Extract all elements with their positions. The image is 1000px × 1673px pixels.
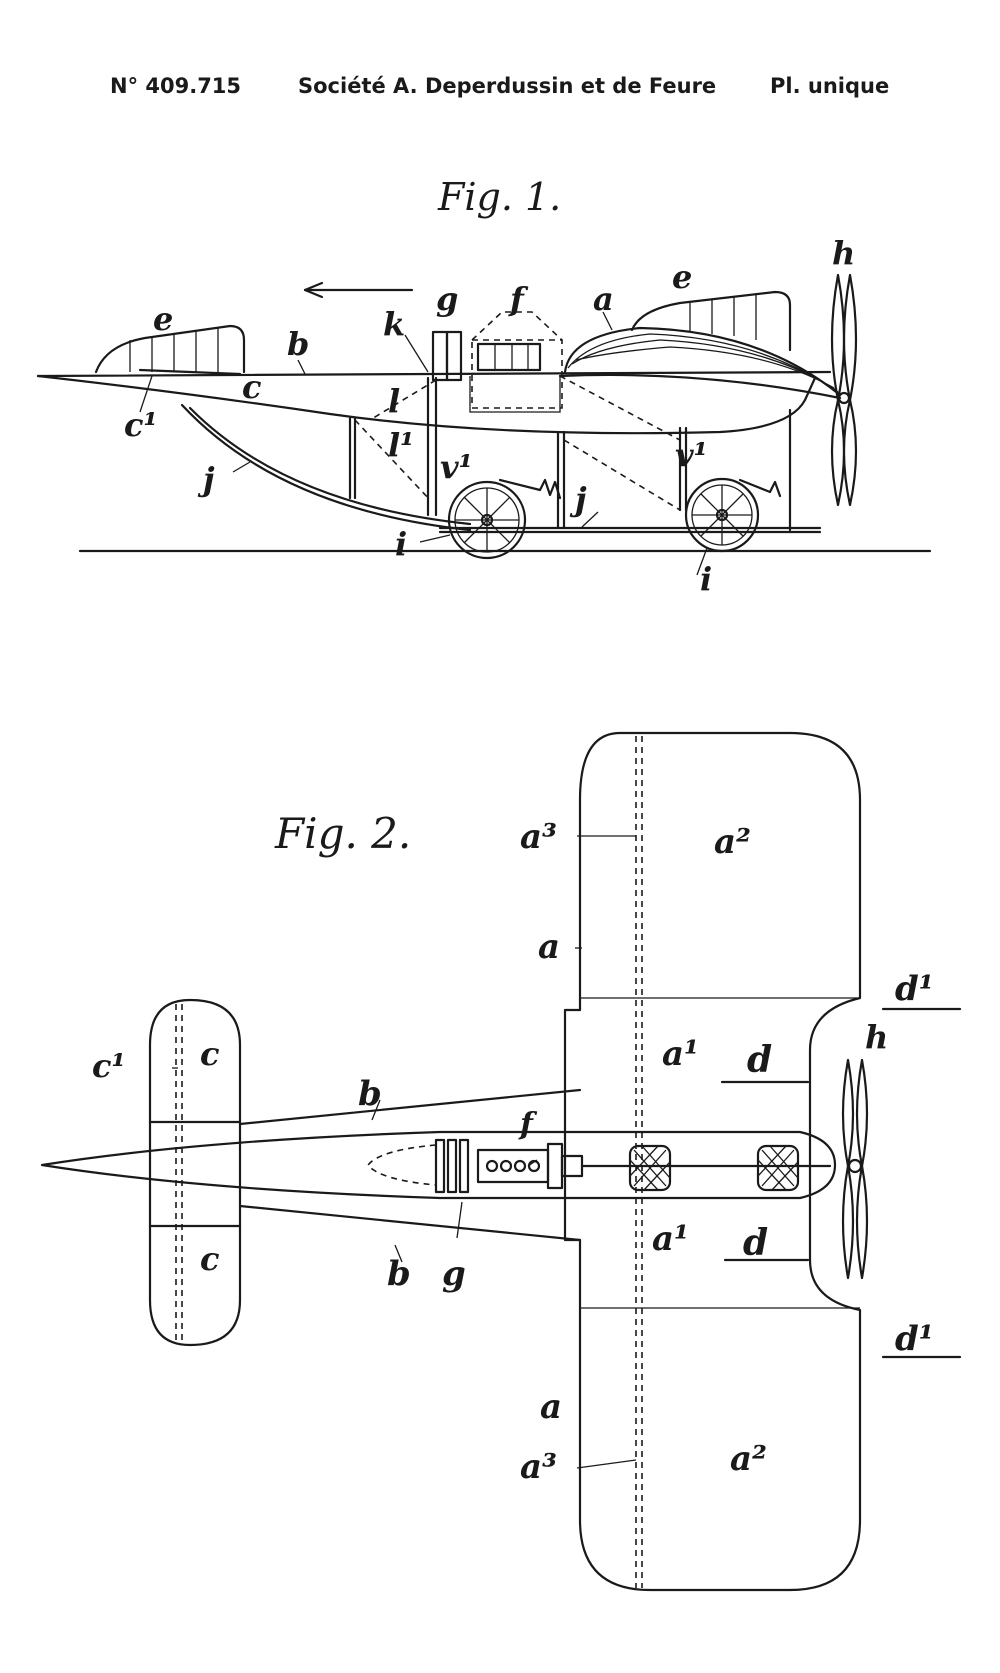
fig2-label-g: g — [442, 1254, 466, 1294]
fig2-label-a-top: a — [538, 927, 560, 967]
fig1-label-e-wing: e — [672, 258, 692, 296]
fig1-label-h: h — [832, 234, 855, 272]
direction-arrow — [305, 283, 412, 297]
fig1-label-v1-front: v¹ — [440, 448, 473, 486]
tailplane — [150, 1000, 240, 1345]
fig2-leader-lines — [172, 836, 636, 1468]
fig2-label-b-bottom: b — [387, 1254, 411, 1294]
engine-block — [433, 312, 562, 408]
fig1-label-g: g — [436, 280, 458, 318]
fig1-label-v1-rear: v¹ — [675, 436, 708, 474]
top-fin — [632, 292, 790, 350]
fig1-label-i-right: i — [700, 560, 712, 598]
fig1-label-j-right: j — [569, 480, 587, 518]
fig2-label-a3-bottom: a³ — [520, 1447, 557, 1487]
fig1-label-b: b — [287, 325, 309, 363]
wheel-rear — [686, 479, 758, 551]
propeller — [832, 275, 856, 505]
fig1-label-j-left: j — [197, 460, 215, 498]
fig1-label-c: c — [242, 368, 261, 406]
fig2-label-b-top: b — [358, 1074, 382, 1114]
fig1-label-k: k — [383, 305, 405, 343]
elevator-c — [140, 370, 240, 374]
fig2-label-f: f — [518, 1107, 538, 1142]
fig2-label-a1-bottom: a¹ — [652, 1219, 689, 1259]
wing-profile — [560, 328, 840, 398]
fig2-label-h: h — [865, 1018, 888, 1056]
main-wing — [565, 733, 860, 1590]
fig1-label-l1: l¹ — [388, 426, 414, 464]
tail-skid — [182, 405, 470, 530]
fig1-label-i-left: i — [395, 525, 407, 563]
fig1-title: Fig. 1. — [437, 175, 561, 219]
fig1-label-l: l — [388, 382, 400, 420]
fig2-label-a2-bottom: a² — [730, 1439, 767, 1479]
fig2-plan-view: Fig. 2. — [42, 733, 960, 1590]
fig2-title: Fig. 2. — [274, 809, 411, 858]
fig1-label-f: f — [508, 280, 529, 318]
cockpit-outline — [368, 1145, 436, 1185]
fig2-label-a1-top: a¹ — [662, 1034, 699, 1074]
fig1-side-view: Fig. 1. — [38, 175, 930, 598]
fig2-label-d1-bottom: d¹ — [895, 1319, 934, 1359]
fig2-label-c-bottom: c — [200, 1240, 219, 1278]
fig2-label-d1-top: d¹ — [895, 969, 934, 1009]
bracing-b-bottom — [240, 1206, 580, 1240]
fig2-label-a-bottom: a — [540, 1387, 562, 1427]
propeller-plan — [843, 1060, 867, 1278]
fuselage-hatch — [470, 376, 560, 412]
fig2-label-a2-top: a² — [714, 822, 751, 862]
fig1-label-e-tail: e — [153, 300, 173, 338]
wheel-front — [449, 482, 525, 558]
fig2-label-c-top: c — [200, 1035, 219, 1073]
fig2-label-a3-top: a³ — [520, 817, 557, 857]
seat-rear — [758, 1146, 798, 1190]
fig2-label-d-bottom: d — [743, 1222, 768, 1264]
fig2-label-d-top: d — [747, 1039, 772, 1081]
fig2-label-c1: c¹ — [92, 1047, 126, 1085]
fig1-label-c1: c¹ — [124, 406, 158, 444]
fig1-label-a: a — [593, 280, 614, 318]
radiator-plan — [436, 1140, 468, 1192]
